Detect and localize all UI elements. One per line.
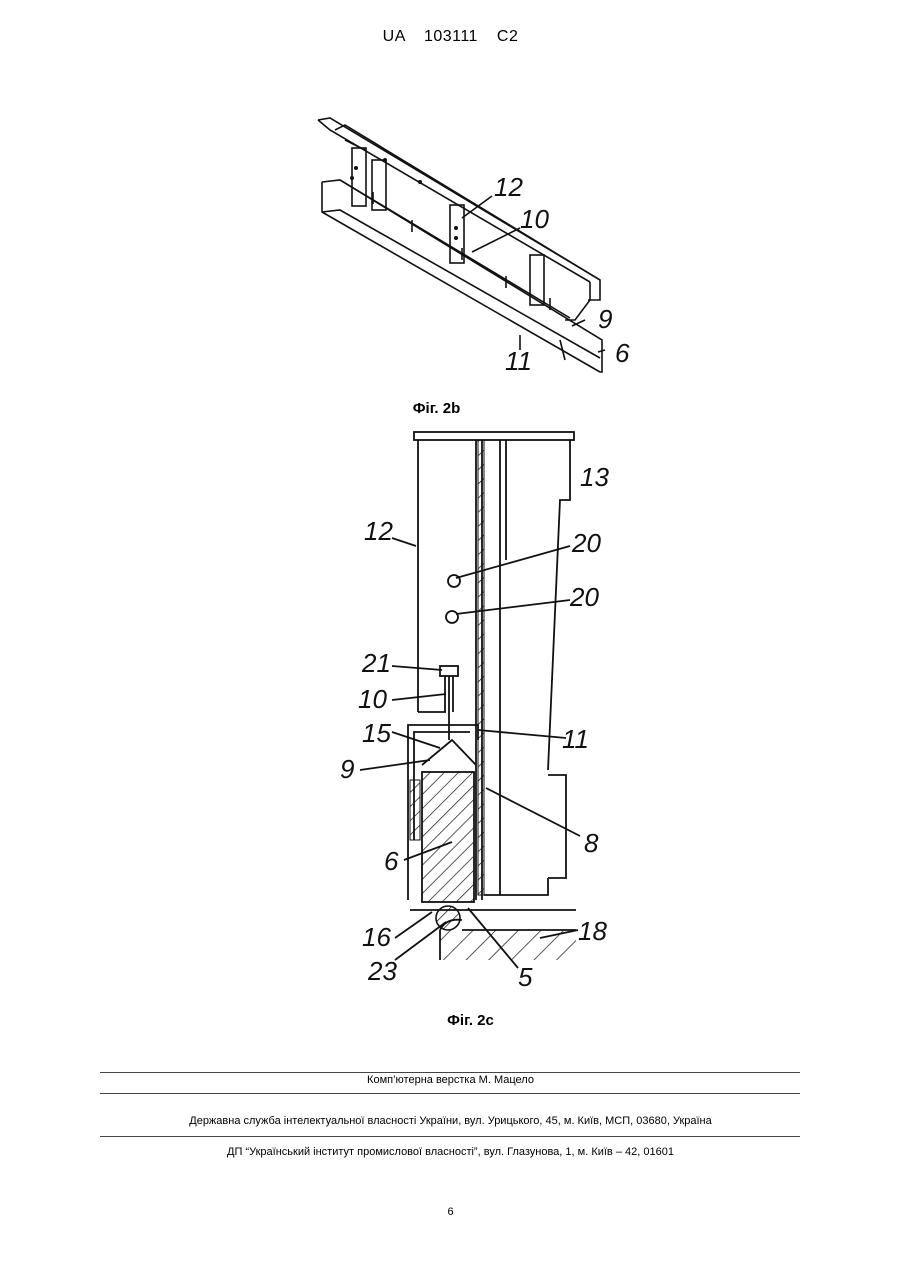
fig2c-label-8: 8 bbox=[584, 828, 599, 858]
fig2c-label-12: 12 bbox=[364, 516, 393, 546]
footer-rule bbox=[100, 1072, 800, 1073]
fig2c-label-16: 16 bbox=[362, 922, 391, 952]
figure-2c-caption: Фіг. 2c bbox=[20, 1012, 901, 1029]
fig2c-label-20b: 20 bbox=[569, 582, 599, 612]
fig2c-label-5: 5 bbox=[518, 962, 533, 992]
fig2c-label-13: 13 bbox=[580, 462, 609, 492]
figure-2c-drawing: 13 12 20 20 21 10 15 11 9 8 6 16 18 23 5 bbox=[0, 0, 901, 1010]
fig2c-label-11: 11 bbox=[562, 724, 589, 754]
institute-address: ДП “Український інститут промислової вла… bbox=[0, 1146, 901, 1158]
fig2c-label-23: 23 bbox=[367, 956, 397, 986]
fig2c-label-18: 18 bbox=[578, 916, 607, 946]
fig2c-label-10: 10 bbox=[358, 684, 387, 714]
fig2c-label-9: 9 bbox=[340, 754, 354, 784]
fig2c-label-15: 15 bbox=[362, 718, 391, 748]
layout-credit: Комп’ютерна верстка М. Мацело bbox=[0, 1074, 901, 1086]
fig2c-label-6: 6 bbox=[384, 846, 399, 876]
footer-rule bbox=[100, 1093, 800, 1094]
fig2c-label-21: 21 bbox=[361, 648, 391, 678]
office-address: Державна служба інтелектуальної власност… bbox=[0, 1115, 901, 1127]
page-number: 6 bbox=[0, 1206, 901, 1218]
footer-rule bbox=[100, 1136, 800, 1137]
fig2c-label-20a: 20 bbox=[571, 528, 601, 558]
